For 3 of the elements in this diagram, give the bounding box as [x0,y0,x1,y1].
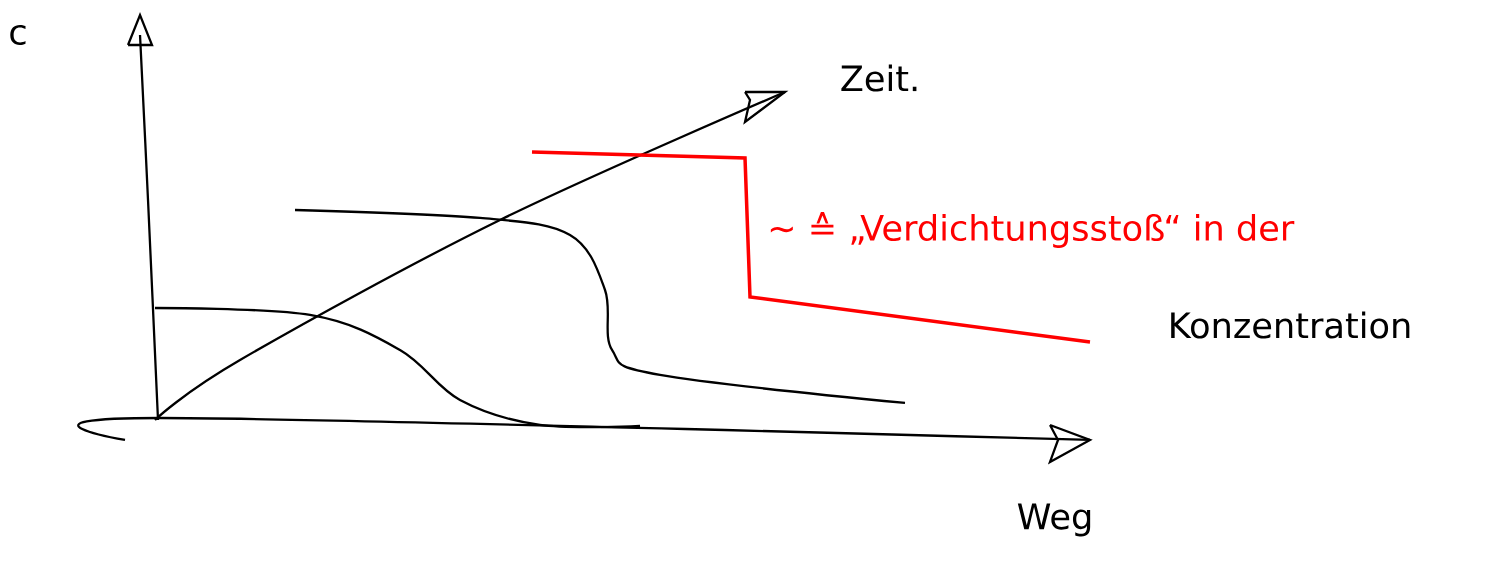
axis-label: Weg [1017,503,1091,537]
annotation-text: Konzentration [1171,311,1410,339]
axis-label: c [10,24,26,46]
